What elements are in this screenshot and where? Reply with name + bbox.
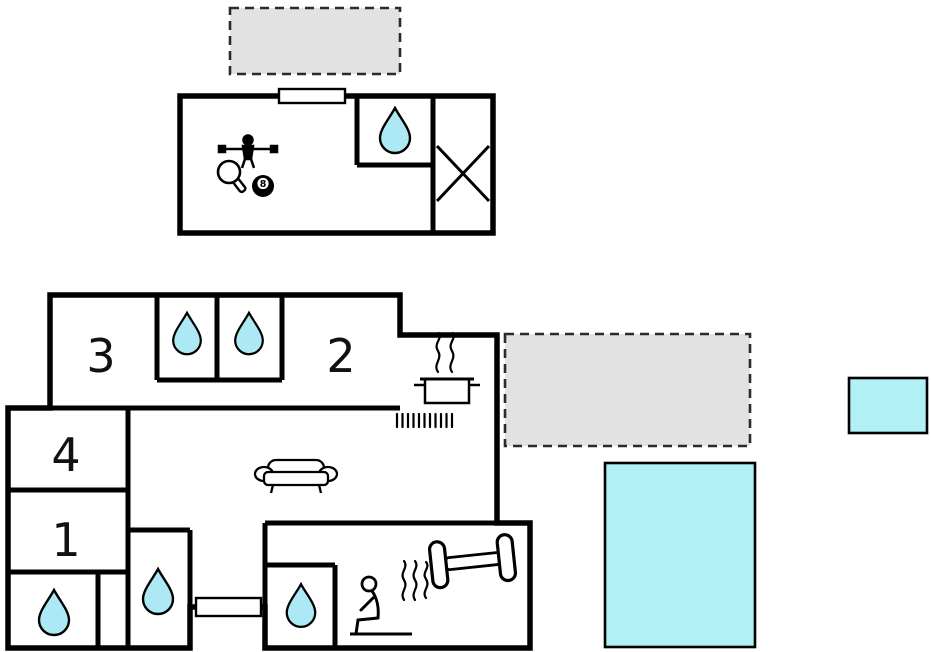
sofa-seat [262,470,330,487]
paddle-blade [216,159,242,185]
steam-waves-icon [401,559,429,602]
annex-door [277,87,347,105]
foosball-figure-leg [240,158,247,169]
hot-tub [847,376,929,435]
dumbbell-plate [495,533,518,583]
sofa-icon [253,458,339,494]
cross-line [435,144,491,203]
terrace-top [228,6,402,76]
person-back [370,589,380,620]
entrance-door [194,596,263,618]
cooking-pot-icon [414,331,480,405]
sofa-leg [317,484,323,494]
kitchen-hatch-strip [395,412,454,429]
steam-wave [449,331,455,374]
steam-wave [412,559,418,602]
foosball-figure-leg [249,158,256,169]
main-house: 3 2 4 1 [5,292,533,651]
dumbbell-icon [427,533,518,590]
foosball-handle [217,144,227,154]
steam-wave [435,331,441,374]
ball-number: 8 [260,179,267,190]
room-label-bedroom2: 2 [326,329,355,383]
billiard-ball-icon: 8 [252,175,274,197]
person-arm [359,596,375,612]
steam-wave [401,559,407,602]
sauna-person-icon [350,575,412,636]
swimming-pool [603,461,757,649]
pot-body [423,377,471,405]
foosball-figure-head [242,134,254,146]
room-label-bedroom3: 3 [86,329,115,383]
steam-wave [423,560,429,600]
dumbbell-plate [427,540,450,590]
sofa-leg [269,484,275,494]
person-legs [354,616,380,636]
foosball-handle [269,144,279,154]
table-tennis-paddle-icon [216,159,247,194]
annex-building: 8 [177,87,496,236]
room-label-room4: 4 [51,428,80,482]
room-label-room1: 1 [51,513,80,567]
foosball-figure-body [241,144,255,161]
table-football-icon [217,134,279,169]
person-head [360,575,378,593]
ball-circle [257,177,269,190]
terrace-right [503,332,752,448]
